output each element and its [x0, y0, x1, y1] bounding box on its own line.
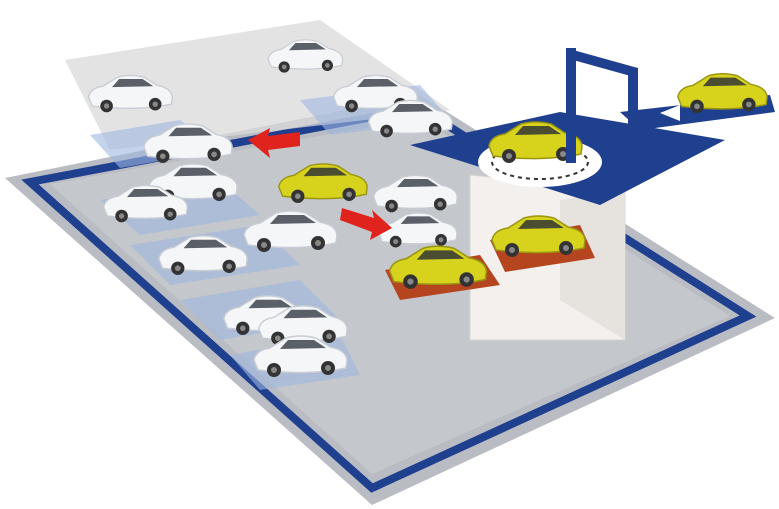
car-yellow-entering [677, 73, 768, 114]
direction-arrow-icon [660, 105, 680, 121]
entry-gate [566, 48, 638, 163]
arrow-icon [340, 208, 392, 240]
arrow-icon [248, 128, 300, 158]
